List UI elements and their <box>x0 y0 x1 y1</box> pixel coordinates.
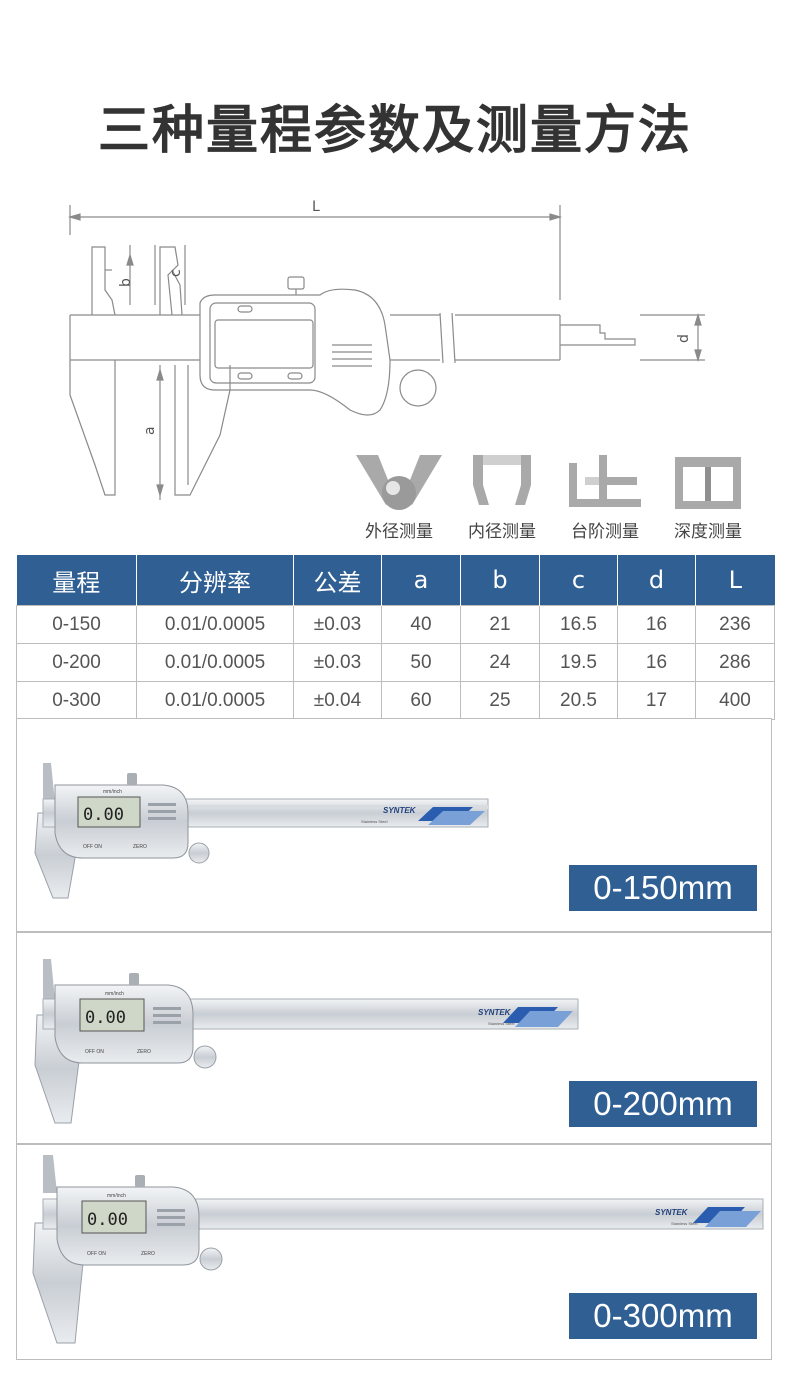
depth-icon <box>675 457 741 509</box>
brand-logo: SYNTEK <box>383 806 417 815</box>
dim-c-label: c <box>168 269 184 277</box>
header-tolerance: 公差 <box>293 555 382 606</box>
unit-label: mm/inch <box>105 991 124 997</box>
page-title: 三种量程参数及测量方法 <box>97 101 692 161</box>
table-row: 0-150 0.01/0.0005 ±0.03 40 21 16.5 16 23… <box>16 605 775 644</box>
range-label-150: 0-150mm <box>569 865 757 911</box>
method-label: 深度测量 <box>674 522 742 542</box>
cell: 60 <box>381 681 461 720</box>
cell: ±0.04 <box>293 681 382 720</box>
cell: 16 <box>617 643 696 682</box>
product-panel-300: SYNTEK Stainless Steel 0.00 mm/inch OFF … <box>16 1144 772 1360</box>
lcd-reading: 0.00 <box>83 805 124 825</box>
spec-table: 量程 分辨率 公差 a b c d L 0-150 0.01/0.0005 ±0… <box>16 555 775 720</box>
caliper-300-image: SYNTEK Stainless Steel 0.00 mm/inch OFF … <box>32 1155 764 1344</box>
steel-label: Stainless Steel <box>488 1021 515 1026</box>
cell: ±0.03 <box>293 643 382 682</box>
lcd-reading: 0.00 <box>87 1210 128 1230</box>
zero-label: ZERO <box>141 1251 155 1257</box>
inner-diameter-icon <box>473 455 531 505</box>
brand-logo: SYNTEK <box>655 1208 689 1217</box>
steel-label: Stainless Steel <box>671 1221 698 1226</box>
product-panel-200: SYNTEK Stainless Steel 0.00 mm/inch OFF … <box>16 932 772 1144</box>
off-on-label: OFF ON <box>83 844 102 850</box>
method-label: 内径测量 <box>468 522 536 542</box>
dim-L-label: L <box>312 199 320 215</box>
steel-label: Stainless Steel <box>361 819 388 824</box>
outer-diameter-icon <box>356 455 442 510</box>
cell: 16.5 <box>539 605 618 644</box>
cell: 0-150 <box>16 605 137 644</box>
dim-b-label: b <box>118 278 134 287</box>
cell: 0.01/0.0005 <box>136 681 294 720</box>
off-on-label: OFF ON <box>85 1049 104 1055</box>
method-depth: 深度测量 <box>658 455 758 542</box>
caliper-200-image: SYNTEK Stainless Steel 0.00 mm/inch OFF … <box>34 959 579 1124</box>
cell: 400 <box>695 681 775 720</box>
cell: 0-300 <box>16 681 137 720</box>
cell: 236 <box>695 605 775 644</box>
brand-logo: SYNTEK <box>478 1008 512 1017</box>
method-label: 台阶测量 <box>571 522 639 542</box>
zero-label: ZERO <box>137 1049 151 1055</box>
caliper-dimension-diagram: L b c a d <box>67 199 705 500</box>
method-inner-diameter: 内径测量 <box>452 455 552 542</box>
method-label: 外径测量 <box>365 522 433 542</box>
cell: ±0.03 <box>293 605 382 644</box>
product-panel-150: SYNTEK Stainless Steel 0.00 mm/inch OFF … <box>16 718 772 932</box>
method-outer-diameter: 外径测量 <box>349 455 449 542</box>
cell: 17 <box>617 681 696 720</box>
cell: 21 <box>460 605 540 644</box>
header-a: a <box>381 555 461 606</box>
cell: 50 <box>381 643 461 682</box>
dim-a-label: a <box>142 426 158 435</box>
step-icon <box>569 455 641 507</box>
cell: 0.01/0.0005 <box>136 643 294 682</box>
cell: 20.5 <box>539 681 618 720</box>
cell: 0-200 <box>16 643 137 682</box>
method-step: 台阶测量 <box>555 455 655 542</box>
lcd-reading: 0.00 <box>85 1008 126 1028</box>
unit-label: mm/inch <box>103 789 122 795</box>
header-resolution: 分辨率 <box>136 555 294 606</box>
range-label-200: 0-200mm <box>569 1081 757 1127</box>
off-on-label: OFF ON <box>87 1251 106 1257</box>
header-range: 量程 <box>16 555 137 606</box>
table-row: 0-200 0.01/0.0005 ±0.03 50 24 19.5 16 28… <box>16 643 775 682</box>
cell: 19.5 <box>539 643 618 682</box>
table-header-row: 量程 分辨率 公差 a b c d L <box>16 555 775 606</box>
cell: 0.01/0.0005 <box>136 605 294 644</box>
header-L: L <box>695 555 775 606</box>
dim-d-label: d <box>676 334 692 343</box>
cell: 16 <box>617 605 696 644</box>
cell: 286 <box>695 643 775 682</box>
range-label-300: 0-300mm <box>569 1293 757 1339</box>
cell: 40 <box>381 605 461 644</box>
header-b: b <box>460 555 540 606</box>
zero-label: ZERO <box>133 844 147 850</box>
unit-label: mm/inch <box>107 1193 126 1199</box>
cell: 25 <box>460 681 540 720</box>
header-d: d <box>617 555 696 606</box>
header-c: c <box>539 555 618 606</box>
caliper-150-image: SYNTEK Stainless Steel 0.00 mm/inch OFF … <box>34 763 489 899</box>
table-row: 0-300 0.01/0.0005 ±0.04 60 25 20.5 17 40… <box>16 681 775 720</box>
cell: 24 <box>460 643 540 682</box>
